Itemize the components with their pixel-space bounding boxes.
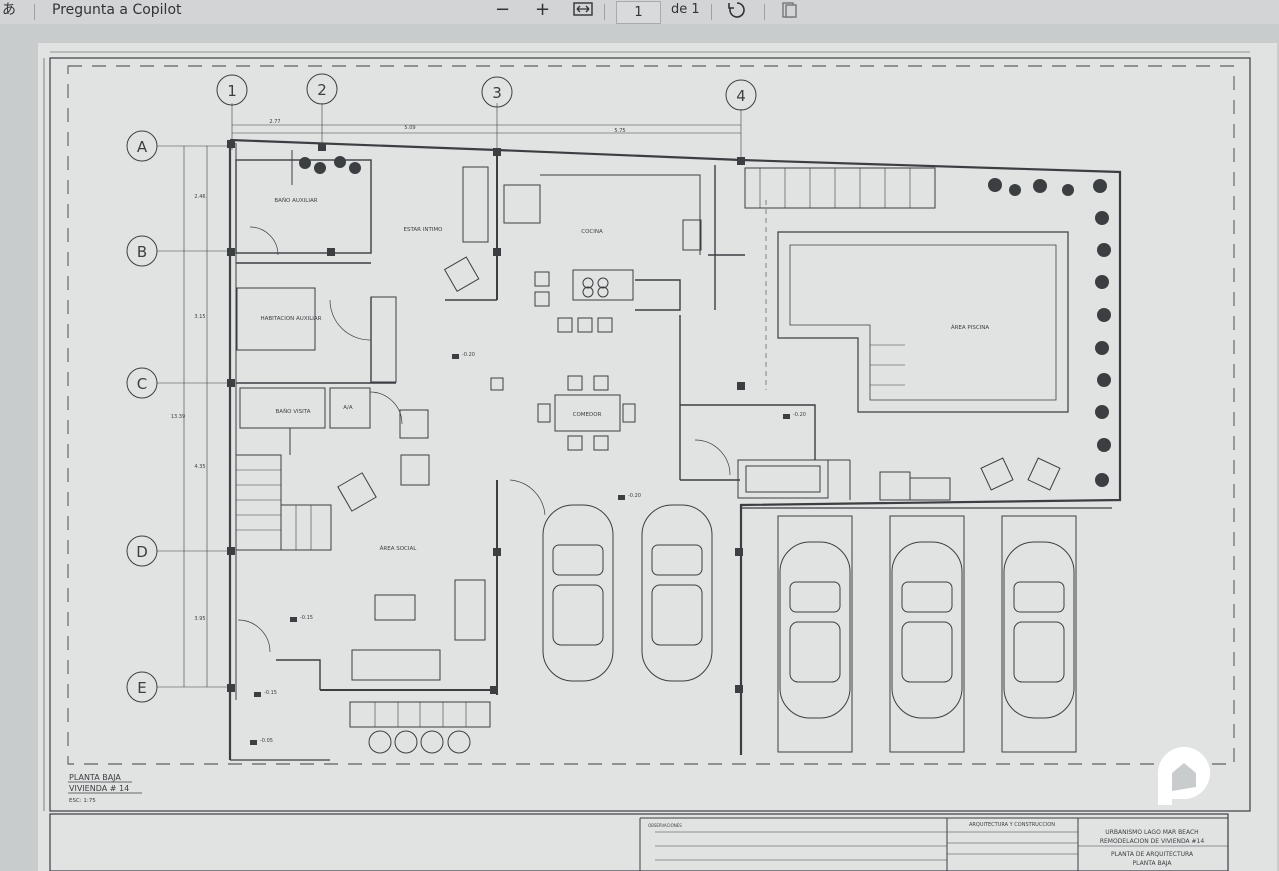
dimension-text: 2.77 — [269, 119, 280, 125]
toolbar-separator — [34, 4, 35, 20]
dimension-text: 3.15 — [194, 314, 205, 320]
minus-icon[interactable]: − — [495, 0, 511, 20]
axis-label-D: D — [136, 543, 148, 561]
title-block-project-line2: REMODELACION DE VIVIENDA #14 — [1100, 838, 1205, 845]
room-label-bano-visita: BAÑO VISITA — [276, 408, 311, 415]
room-label-habitacion-auxiliar: HABITACION AUXILIAR — [261, 316, 322, 322]
dimension-text: 13.39 — [171, 414, 185, 420]
toolbar-separator — [711, 4, 712, 20]
title-block-project-line1: URBANISMO LAGO MAR BEACH — [1105, 829, 1198, 836]
page-view-icon[interactable] — [779, 0, 799, 24]
room-label-aa: A/A — [343, 405, 353, 411]
axis-label-B: B — [137, 243, 147, 261]
axis-label-E: E — [137, 679, 146, 697]
room-label-bano-auxiliar: BAÑO AUXILIAR — [274, 197, 317, 204]
level-text: -0.05 — [260, 738, 273, 744]
level-text: -0.20 — [793, 412, 806, 418]
watermark-logo-icon — [1158, 747, 1210, 805]
axis-label-A: A — [137, 138, 148, 156]
copilot-button[interactable]: Pregunta a Copilot — [52, 2, 182, 18]
axis-label-2: 2 — [317, 81, 327, 99]
fit-width-icon[interactable] — [573, 0, 593, 24]
plus-icon[interactable]: + — [535, 0, 551, 20]
dimension-text: 5.09 — [404, 125, 415, 131]
room-label-comedor: COMEDOR — [573, 412, 602, 418]
dimension-text: 4.35 — [194, 464, 205, 470]
title-block-company: ARQUITECTURA Y CONSTRUCCION — [969, 822, 1055, 828]
page-number-input[interactable]: 1 — [616, 1, 661, 24]
room-label-area-piscina: ÁREA PISCINA — [951, 324, 990, 331]
drawing-sheet — [38, 43, 1277, 871]
page-total-label: de 1 — [671, 2, 700, 17]
level-text: -0.20 — [462, 352, 475, 358]
plan-caption-subtitle: VIVIENDA # 14 — [69, 784, 129, 793]
plan-caption-title: PLANTA BAJA — [69, 773, 121, 782]
toolbar-separator — [604, 4, 605, 20]
axis-label-3: 3 — [492, 84, 502, 102]
dimension-text: 3.95 — [194, 616, 205, 622]
plan-caption-scale: ESC: 1:75 — [69, 798, 96, 804]
pdf-toolbar: あ Pregunta a Copilot − + 1 de 1 — [0, 0, 1279, 24]
room-label-area-social: ÁREA SOCIAL — [380, 545, 418, 552]
title-block-observaciones: OBSERVACIONES — [648, 823, 682, 828]
dimension-text: 2.46 — [194, 194, 205, 200]
toolbar-separator — [764, 4, 765, 20]
room-label-cocina: COCINA — [581, 229, 603, 235]
dimension-text: 5.75 — [614, 128, 625, 134]
level-text: -0.15 — [300, 615, 313, 621]
axis-label-4: 4 — [736, 87, 746, 105]
title-block-sheet-line2: PLANTA BAJA — [1133, 860, 1173, 867]
ime-indicator: あ — [2, 2, 16, 18]
axis-label-C: C — [137, 375, 147, 393]
room-label-estar-intimo: ESTAR INTIMO — [403, 227, 443, 233]
axis-label-1: 1 — [227, 82, 237, 100]
rotate-icon[interactable] — [727, 0, 747, 24]
level-text: -0.15 — [264, 690, 277, 696]
title-block-sheet-line1: PLANTA DE ARQUITECTURA — [1111, 851, 1194, 858]
level-text: -0.20 — [628, 493, 641, 499]
